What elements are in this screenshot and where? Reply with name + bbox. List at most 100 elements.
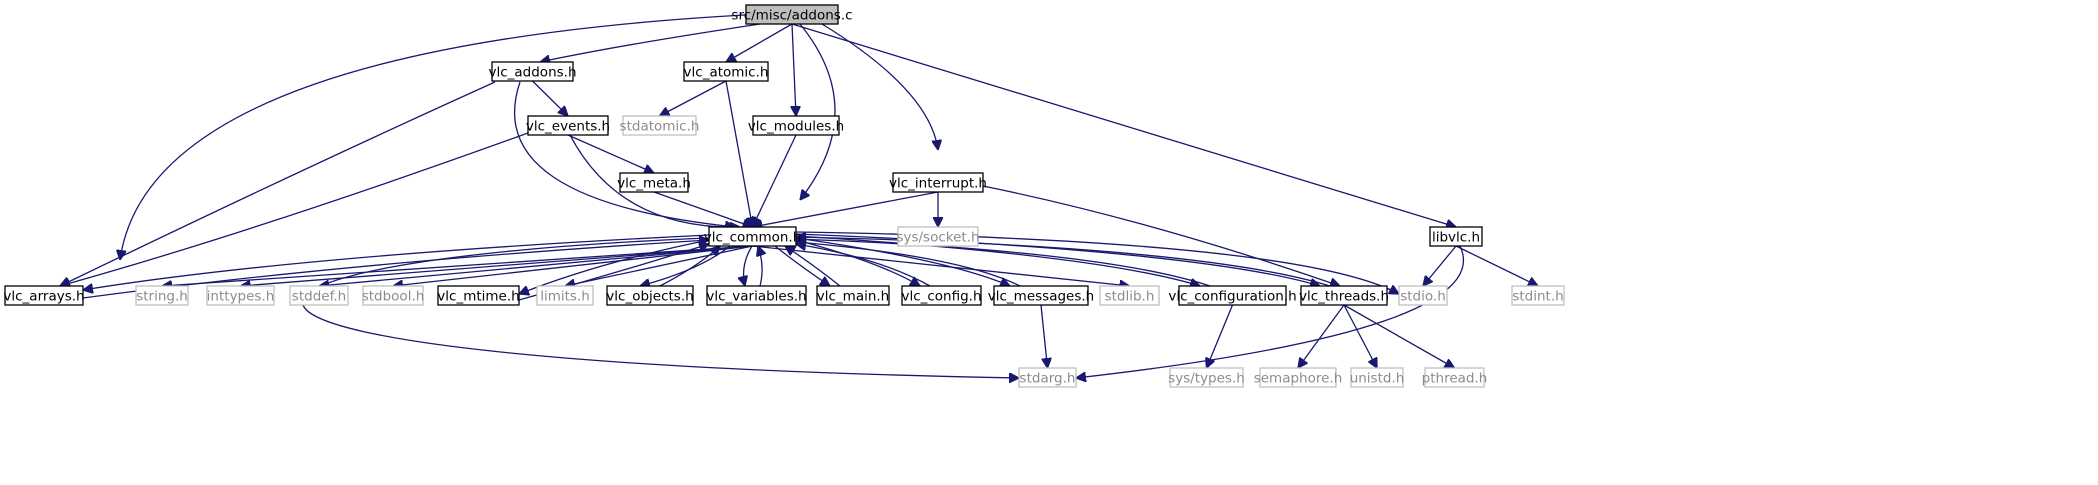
edge-vlc_events-to-vlc_arrays: [60, 132, 529, 286]
node-label-stdio: stdio.h: [1400, 289, 1446, 305]
edge-vlc_interrupt-to-vlc_threads: [982, 185, 1340, 286]
node-box-sys_types: [1169, 367, 1244, 388]
node-libvlc[interactable]: libvlc.h: [1429, 226, 1483, 247]
edge-vlc_events-to-vlc_common: [569, 134, 740, 227]
node-vlc_events[interactable]: vlc_events.h: [526, 115, 610, 136]
node-limits: limits.h: [536, 285, 594, 306]
node-vlc_atomic[interactable]: vlc_atomic.h: [683, 61, 769, 82]
node-vlc_main[interactable]: vlc_main.h: [816, 285, 890, 306]
node-box-vlc_interrupt: [892, 172, 984, 193]
node-vlc_mtime[interactable]: vlc_mtime.h: [437, 285, 520, 306]
node-box-vlc_main: [816, 285, 890, 306]
node-vlc_meta[interactable]: vlc_meta.h: [617, 172, 691, 193]
node-box-vlc_common: [708, 226, 797, 247]
node-stdarg: stdarg.h: [1018, 367, 1077, 388]
node-label-vlc_messages: vlc_messages.h: [988, 289, 1094, 305]
node-box-vlc_modules: [752, 115, 840, 136]
node-label-vlc_events: vlc_events.h: [526, 119, 610, 135]
node-label-vlc_mtime: vlc_mtime.h: [437, 289, 519, 305]
node-box-stdio: [1398, 285, 1448, 306]
node-vlc_interrupt[interactable]: vlc_interrupt.h: [889, 172, 987, 193]
node-label-string_h: string.h: [136, 289, 188, 305]
edge-vlc_common-to-string_h: [162, 245, 753, 286]
node-label-inttypes: inttypes.h: [207, 289, 275, 305]
node-sys_socket: sys/socket.h: [896, 226, 980, 247]
edge-addons_c-to-vlc_common: [800, 23, 836, 200]
node-stddef: stddef.h: [289, 285, 349, 306]
node-layer: src/misc/addons.c vlc_addons.h vlc_atomic.…: [3, 4, 1565, 388]
node-label-vlc_variables: vlc_variables.h: [706, 289, 806, 305]
node-box-vlc_events: [527, 115, 609, 136]
edge-vlc_messages-to-vlc_common: [796, 242, 1021, 287]
node-vlc_arrays[interactable]: vlc_arrays.h: [3, 285, 85, 306]
node-string_h: string.h: [135, 285, 189, 306]
edge-vlc_common-to-inttypes: [241, 245, 753, 286]
node-box-vlc_addons: [491, 61, 574, 82]
node-box-vlc_mtime: [437, 285, 520, 306]
node-box-vlc_arrays: [4, 285, 84, 306]
node-box-stdlib: [1099, 285, 1160, 306]
node-label-vlc_main: vlc_main.h: [817, 289, 890, 305]
node-label-vlc_addons: vlc_addons.h: [488, 65, 576, 81]
edge-vlc_addons-to-vlc_events: [532, 80, 569, 116]
edge-addons_c-to-vlc_modules: [792, 23, 796, 116]
node-vlc_objects[interactable]: vlc_objects.h: [606, 285, 694, 306]
node-box-limits: [536, 285, 594, 306]
node-sys_types: sys/types.h: [1168, 367, 1245, 388]
node-box-sys_socket: [897, 226, 979, 247]
node-addons_c[interactable]: src/misc/addons.c: [731, 4, 853, 25]
node-vlc_config[interactable]: vlc_config.h: [901, 285, 982, 306]
edge-vlc_common-to-vlc_configuration: [795, 235, 1200, 286]
edge-vlc_addons-to-vlc_arrays: [60, 81, 496, 286]
node-box-libvlc: [1429, 226, 1483, 247]
edge-layer: [60, 13, 1538, 378]
node-label-unistd: unistd.h: [1350, 371, 1405, 387]
node-label-addons_c: src/misc/addons.c: [731, 8, 852, 24]
edge-vlc_meta-to-vlc_common: [653, 191, 753, 227]
node-label-vlc_objects: vlc_objects.h: [606, 289, 693, 305]
node-label-vlc_modules: vlc_modules.h: [748, 119, 844, 135]
edge-vlc_interrupt-to-vlc_common: [753, 191, 939, 227]
edge-vlc_common-to-stdbool: [393, 245, 753, 286]
node-box-semaphore: [1259, 367, 1337, 388]
edge-vlc_events-to-vlc_meta: [567, 134, 654, 173]
node-vlc_messages[interactable]: vlc_messages.h: [988, 285, 1094, 306]
edge-addons_c-to-vlc_interrupt: [821, 23, 938, 150]
node-vlc_threads[interactable]: vlc_threads.h: [1299, 285, 1389, 306]
edge-vlc_modules-to-vlc_common: [753, 134, 797, 227]
node-box-vlc_meta: [619, 172, 689, 193]
node-label-pthread: pthread.h: [1422, 371, 1488, 387]
node-label-libvlc: libvlc.h: [1432, 230, 1480, 246]
node-vlc_configuration[interactable]: vlc_configuration.h: [1168, 285, 1297, 306]
node-label-vlc_config: vlc_config.h: [901, 289, 981, 305]
edge-vlc_messages-to-stdarg: [1040, 304, 1048, 368]
node-label-vlc_arrays: vlc_arrays.h: [3, 289, 84, 305]
node-label-vlc_atomic: vlc_atomic.h: [684, 65, 769, 81]
node-stdbool: stdbool.h: [362, 285, 424, 306]
edge-vlc_atomic-to-vlc_common: [725, 80, 753, 227]
edge-vlc_common-to-vlc_messages: [795, 237, 1010, 286]
node-vlc_variables[interactable]: vlc_variables.h: [706, 285, 807, 306]
node-box-vlc_objects: [606, 285, 694, 306]
node-vlc_common[interactable]: vlc_common.h: [704, 226, 802, 247]
node-box-vlc_threads: [1300, 285, 1388, 306]
node-box-vlc_atomic: [683, 61, 769, 82]
edge-vlc_configuration-to-vlc_common: [796, 239, 1211, 287]
edge-addons_c-to-vlc_atomic: [726, 23, 793, 62]
node-box-stddef: [289, 285, 349, 306]
node-label-sys_types: sys/types.h: [1168, 371, 1245, 387]
edge-vlc_objects-to-vlc_common: [659, 246, 720, 287]
node-box-unistd: [1350, 367, 1404, 388]
edge-libvlc-to-stdarg: [1076, 245, 1465, 378]
node-box-stdarg: [1018, 367, 1077, 388]
node-box-addons_c: [745, 4, 839, 25]
node-label-stdarg: stdarg.h: [1020, 371, 1076, 387]
node-label-vlc_common: vlc_common.h: [704, 230, 802, 246]
edge-vlc_atomic-to-stdatomic: [660, 80, 727, 116]
node-vlc_addons[interactable]: vlc_addons.h: [488, 61, 577, 82]
edge-vlc_common-to-vlc_objects: [640, 245, 731, 286]
edge-vlc_config-to-vlc_common: [796, 244, 931, 287]
node-vlc_modules[interactable]: vlc_modules.h: [748, 115, 844, 136]
node-box-vlc_variables: [706, 285, 807, 306]
node-box-vlc_configuration: [1178, 285, 1287, 306]
